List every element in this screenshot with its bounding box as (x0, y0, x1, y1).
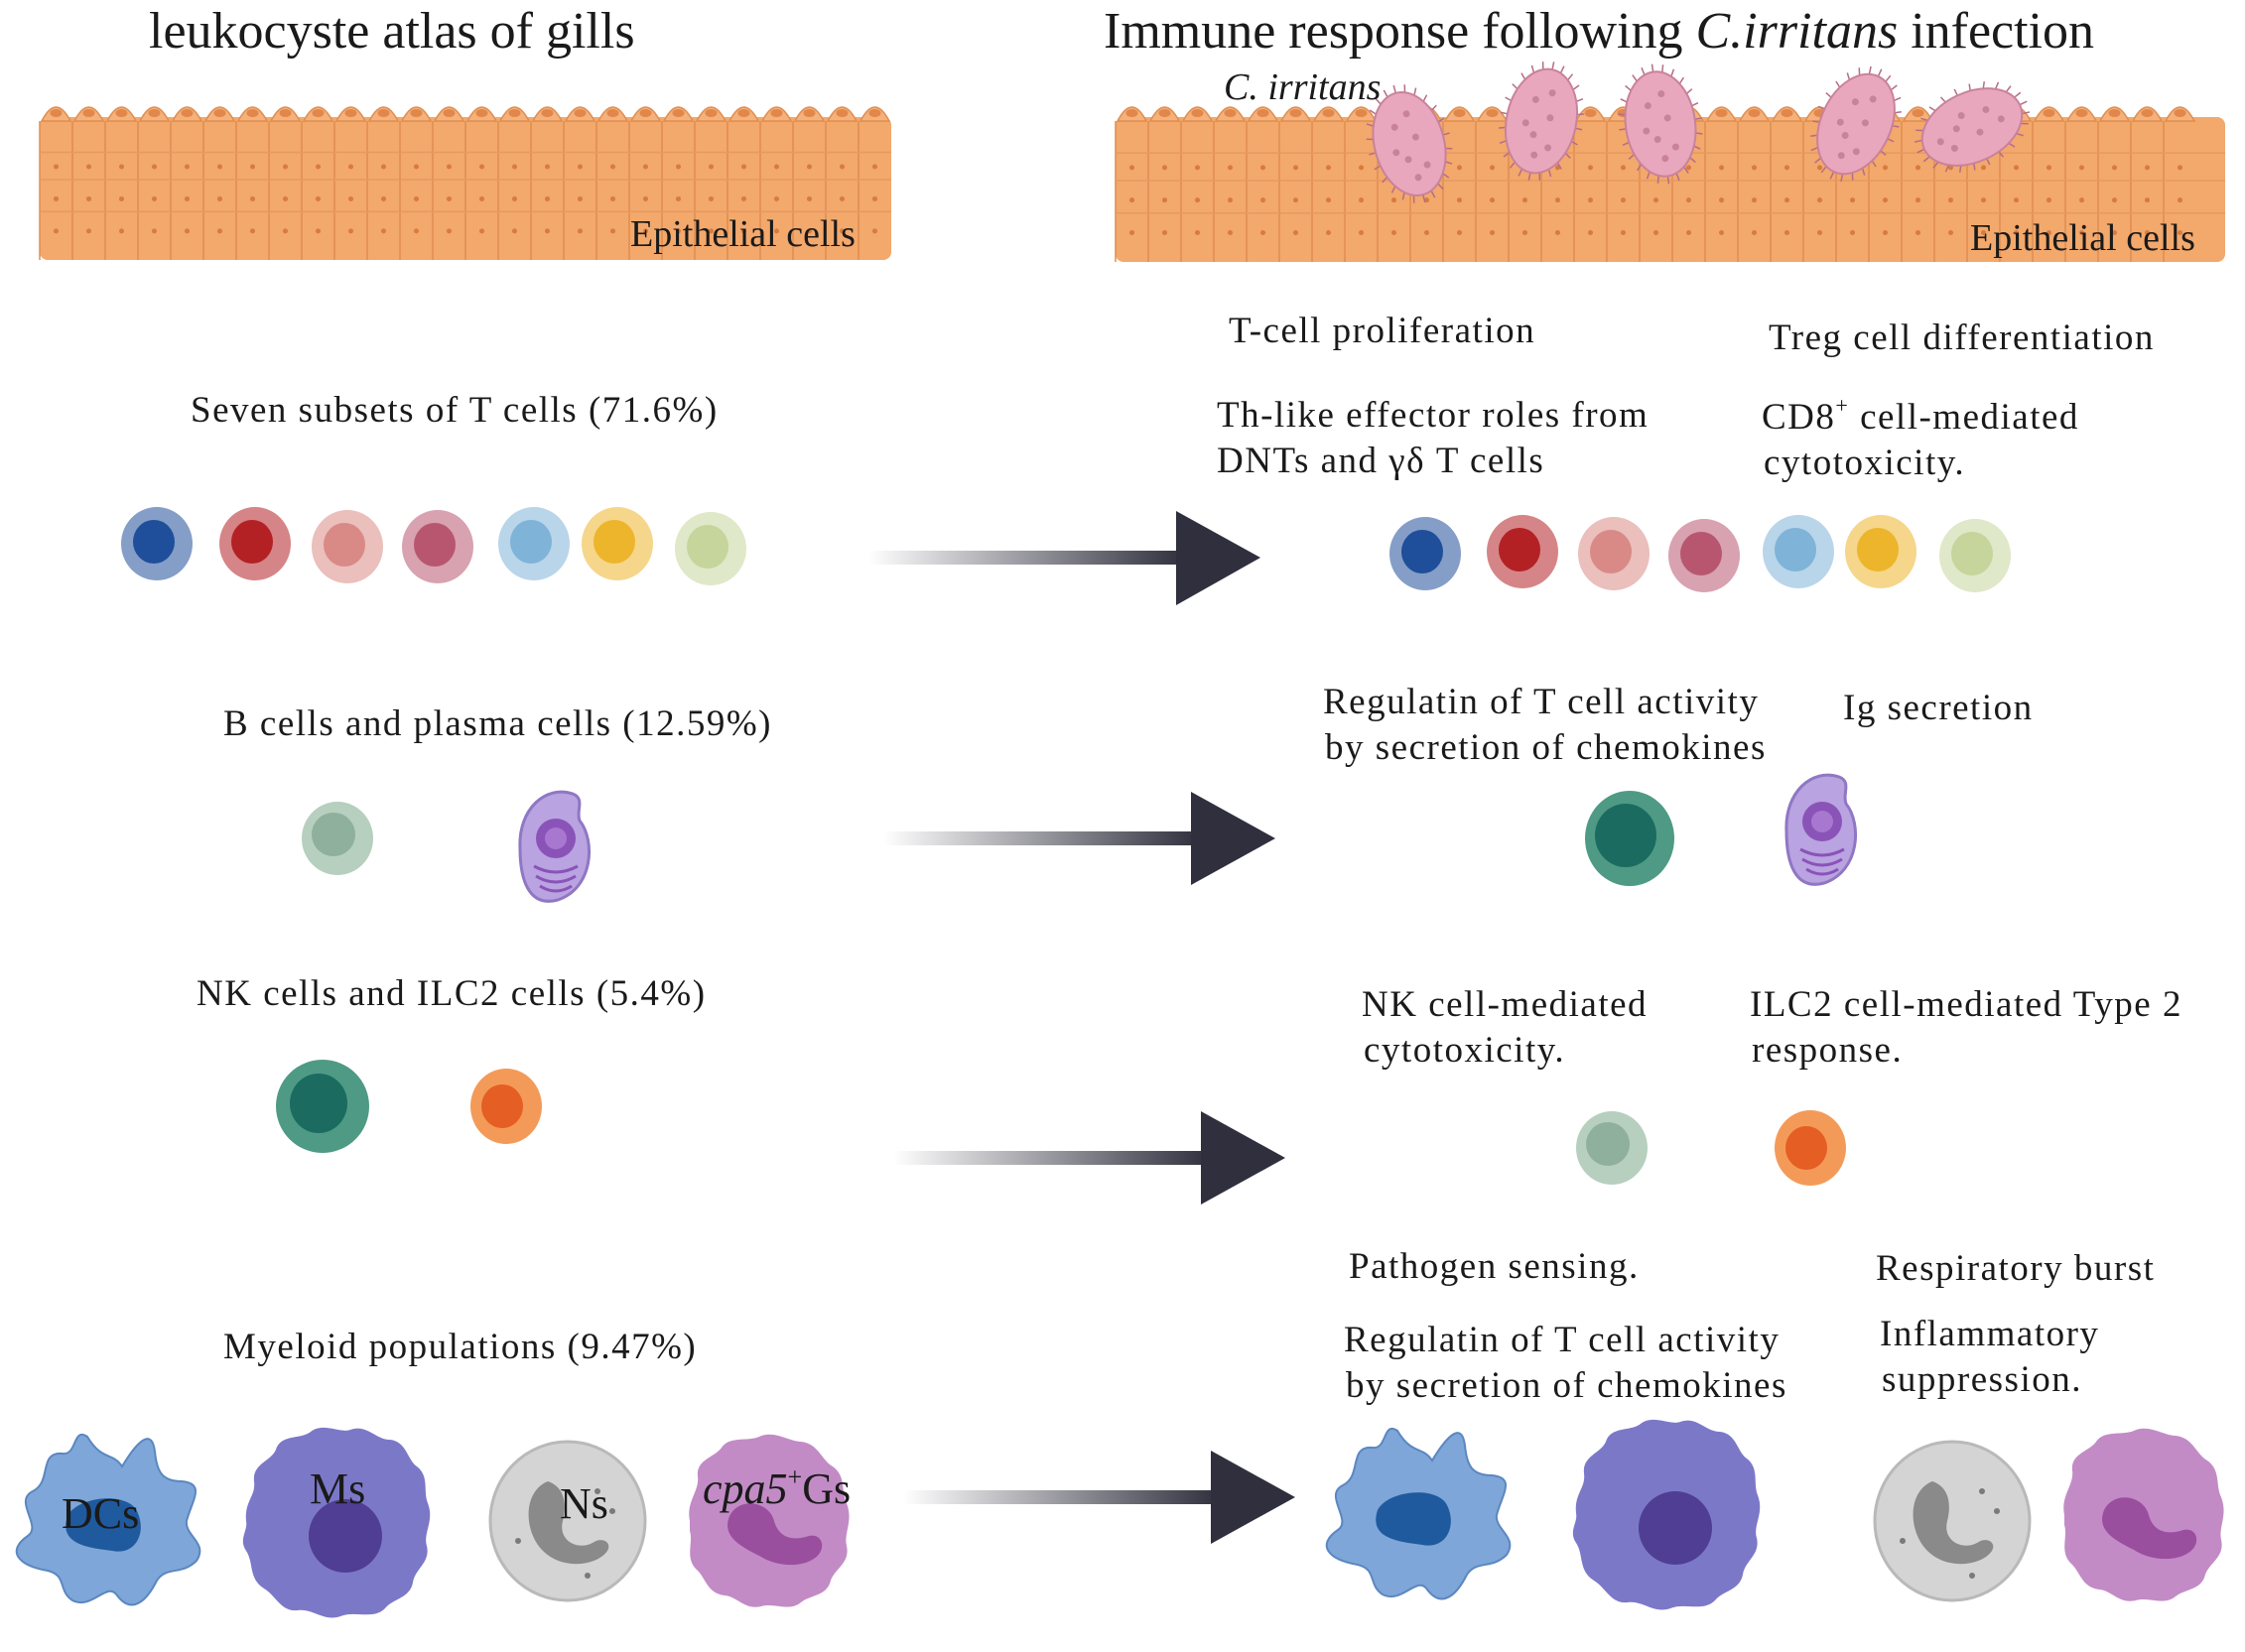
plasma-cell-left (518, 790, 592, 903)
inflammatory-suppression-label-line1: Inflammatory (1880, 1314, 2099, 1354)
ig-secretion-label: Ig secretion (1843, 688, 2034, 728)
respiratory-burst-label: Respiratory burst (1876, 1248, 2155, 1289)
myeloid-regulation-label-line2: by secretion of chemokines (1346, 1365, 1787, 1406)
c-irritans-trophont (1810, 65, 1902, 183)
t-cell-subsets-left (121, 507, 746, 585)
t-cell-subset-4 (402, 510, 473, 583)
t-cells-label: Seven subsets of T cells (71.6%) (191, 390, 719, 431)
t-cell-subset-6 (1845, 515, 1916, 588)
pathogen-sensing-label: Pathogen sensing. (1349, 1246, 1640, 1287)
b-regulation-label-line1: Regulatin of T cell activity (1323, 682, 1759, 722)
macrophage-right (1572, 1419, 1761, 1610)
ilc2-cell-right (1775, 1110, 1846, 1186)
neutrophil-right (1873, 1440, 2032, 1602)
b-regulation-label-line2: by secretion of chemokines (1325, 727, 1767, 768)
arrow-t-cells (868, 511, 1260, 605)
ilc2-response-label-line1: ILC2 cell-mediated Type 2 (1750, 984, 2182, 1025)
t-cell-subset-2 (219, 507, 291, 580)
b-cell-left (302, 802, 373, 875)
granulocyte-right (2063, 1428, 2224, 1601)
nk-cytotoxicity-label-line1: NK cell-mediated (1362, 984, 1648, 1025)
c-irritans-parasites (1366, 62, 2031, 203)
ns-label: Ns (560, 1479, 608, 1528)
granulocyte-left (689, 1434, 850, 1607)
t-cell-subset-7 (675, 512, 746, 585)
t-cell-subset-1 (121, 507, 193, 580)
c-irritans-label: C. irritans (1224, 66, 1381, 108)
t-cell-subset-3 (1578, 517, 1650, 590)
t-cell-subset-5 (498, 507, 570, 580)
inflammatory-suppression-label-line2: suppression. (1882, 1359, 2082, 1400)
dcs-label: DCs (62, 1489, 139, 1538)
nk-cell-left (276, 1060, 369, 1153)
cd8-cytotoxicity-label-line2: cytotoxicity. (1764, 443, 1965, 483)
t-cell-subsets-right (1389, 515, 2011, 592)
dendritic-cell-left (15, 1433, 201, 1606)
t-cell-subset-5 (1763, 515, 1834, 588)
t-cell-subset-6 (582, 507, 653, 580)
c-irritans-trophont (1366, 84, 1453, 203)
arrow-b-cells (883, 792, 1275, 885)
c-irritans-trophont (1618, 64, 1703, 185)
nk-cell-right-b-row (1585, 791, 1674, 886)
t-cell-subset-2 (1487, 515, 1558, 588)
epithelial-cells-label-left: Epithelial cells (630, 213, 856, 255)
t-cell-proliferation-label: T-cell proliferation (1229, 311, 1535, 351)
ilc2-response-label-line2: response. (1752, 1030, 1903, 1071)
cpa5-gs-label: cpa5+Gs (703, 1462, 851, 1513)
b-cell-right-nk-row (1576, 1111, 1648, 1185)
right-title: Immune response following C.irritans inf… (1104, 3, 2094, 60)
epithelium-left (39, 106, 891, 260)
arrow-nk-ilc2 (893, 1111, 1285, 1205)
dendritic-cell-right (1325, 1427, 1512, 1600)
t-cell-subset-3 (312, 510, 383, 583)
nk-ilc2-label: NK cells and ILC2 cells (5.4%) (197, 973, 707, 1014)
c-irritans-trophont (1914, 81, 2031, 173)
t-cell-subset-7 (1939, 519, 2011, 592)
epithelial-cells-label-right: Epithelial cells (1970, 217, 2195, 259)
neutrophil-left (488, 1440, 647, 1602)
t-cell-subset-4 (1668, 519, 1740, 592)
treg-differentiation-label: Treg cell differentiation (1769, 318, 2155, 358)
cd8-cytotoxicity-label-line1: CD8+ cell-mediated (1762, 393, 2079, 438)
left-title: leukocyste atlas of gills (149, 3, 635, 60)
ms-label: Ms (310, 1464, 365, 1513)
nk-cytotoxicity-label-line2: cytotoxicity. (1364, 1030, 1565, 1071)
th-effector-label-line1: Th-like effector roles from (1217, 395, 1649, 436)
th-effector-label-line2: DNTs and γδ T cells (1217, 441, 1544, 481)
arrow-myeloid (903, 1451, 1295, 1544)
plasma-cell-right (1784, 773, 1858, 886)
myeloid-regulation-label-line1: Regulatin of T cell activity (1344, 1320, 1780, 1360)
macrophage-left (242, 1427, 431, 1618)
myeloid-label: Myeloid populations (9.47%) (223, 1327, 697, 1367)
ilc2-cell-left (470, 1069, 542, 1144)
t-cell-subset-1 (1389, 517, 1461, 590)
b-cells-label: B cells and plasma cells (12.59%) (223, 703, 772, 744)
c-irritans-trophont (1498, 62, 1585, 181)
